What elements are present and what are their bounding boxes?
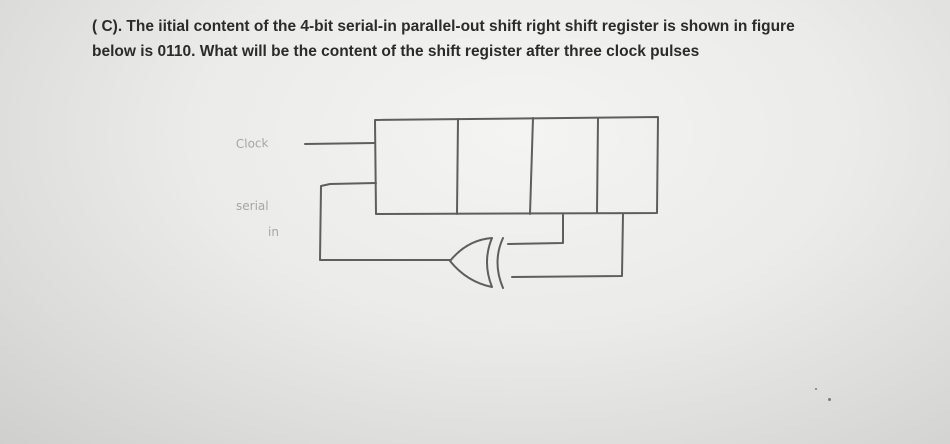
- question-line-1: ( C). The iitial content of the 4-bit se…: [92, 18, 795, 35]
- clock-line: [304, 142, 376, 145]
- paper-speck: [828, 398, 831, 401]
- xor-input-1: [507, 213, 564, 245]
- serial-label: serial: [236, 199, 269, 213]
- register-divider-1: [456, 118, 459, 215]
- question-line-2: below is 0110. What will be the content …: [92, 43, 700, 60]
- serial-input-wire: [319, 182, 451, 261]
- xor-gate-back-curve: [496, 237, 504, 289]
- register-divider-2: [529, 117, 534, 215]
- paper-speck: [815, 388, 817, 390]
- question-text: ( C). The iitial content of the 4-bit se…: [92, 14, 942, 64]
- in-label: in: [268, 225, 279, 239]
- clock-label: Clock: [236, 136, 269, 151]
- register-divider-3: [596, 117, 599, 214]
- xor-input-2: [511, 213, 624, 278]
- shift-register-box: [374, 116, 659, 215]
- xor-gate: [449, 237, 493, 288]
